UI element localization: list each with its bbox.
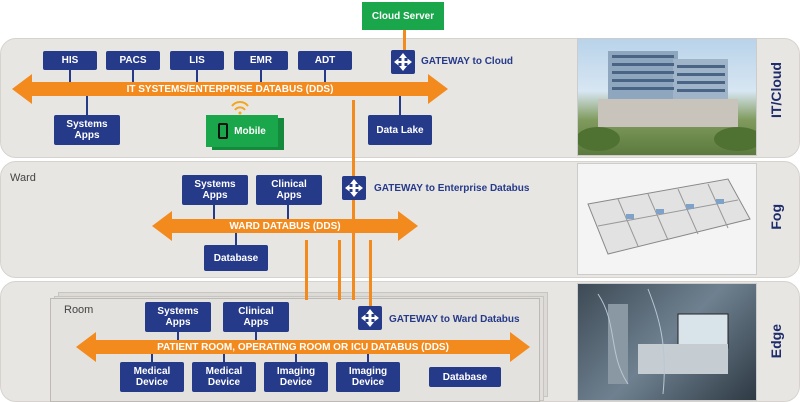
gateway-enterprise-icon	[342, 176, 366, 200]
mobile-box: Mobile	[206, 115, 278, 147]
edge-side-label: Edge	[768, 324, 784, 359]
data-lake-box: Data Lake	[368, 115, 432, 145]
room-systems-apps-box: Systems Apps	[145, 302, 211, 332]
ward-floorplan-image	[577, 163, 757, 275]
medical-device-box-2: Medical Device	[192, 362, 256, 392]
emr-box: EMR	[234, 51, 288, 70]
cloud-server-label: Cloud Server	[371, 10, 435, 22]
imaging-device-box-2: Imaging Device	[336, 362, 400, 392]
it-databus-label: IT SYSTEMS/ENTERPRISE DATABUS (DDS)	[126, 84, 334, 95]
hospital-building-image	[577, 38, 757, 156]
ward-systems-apps-box: Systems Apps	[182, 175, 248, 205]
room-databus-arrow	[76, 332, 530, 362]
room-tier-name: Room	[64, 304, 94, 316]
it-cloud-side-label: IT/Cloud	[768, 62, 784, 118]
mobile-label: Mobile	[234, 125, 266, 137]
icu-room-image	[577, 283, 757, 401]
medical-device-box-1: Medical Device	[120, 362, 184, 392]
connector-ward-room-1	[305, 240, 308, 300]
it-systems-apps-box: Systems Apps	[54, 115, 120, 145]
room-clinical-apps-box: Clinical Apps	[223, 302, 289, 332]
ward-clinical-apps-box: Clinical Apps	[256, 175, 322, 205]
gateway-cloud-label: GATEWAY to Cloud	[421, 56, 514, 67]
ward-databus-label: WARD DATABUS (DDS)	[229, 221, 341, 232]
adt-box: ADT	[298, 51, 352, 70]
gateway-cloud-icon	[391, 50, 415, 74]
pacs-box: PACS	[106, 51, 160, 70]
ward-database-box: Database	[204, 245, 268, 271]
gateway-enterprise-label: GATEWAY to Enterprise Databus	[374, 183, 530, 194]
his-box: HIS	[43, 51, 97, 70]
connector-ward-room-2	[338, 240, 341, 300]
fog-side-label: Fog	[768, 204, 784, 230]
gateway-ward-icon	[358, 306, 382, 330]
ward-tier-name: Ward	[10, 172, 36, 184]
cloud-server-box: Cloud Server	[362, 2, 444, 30]
imaging-device-box-1: Imaging Device	[264, 362, 328, 392]
it-databus-arrow	[12, 74, 448, 104]
lis-box: LIS	[170, 51, 224, 70]
room-databus-label: PATIENT ROOM, OPERATING ROOM OR ICU DATA…	[157, 342, 449, 353]
phone-icon	[218, 123, 229, 139]
wifi-icon	[231, 101, 249, 115]
gateway-ward-label: GATEWAY to Ward Databus	[389, 314, 520, 325]
connector-cloud	[403, 30, 406, 52]
room-database-box: Database	[429, 367, 501, 387]
connector-room-gateway	[369, 240, 372, 320]
ward-databus-arrow	[152, 211, 418, 241]
